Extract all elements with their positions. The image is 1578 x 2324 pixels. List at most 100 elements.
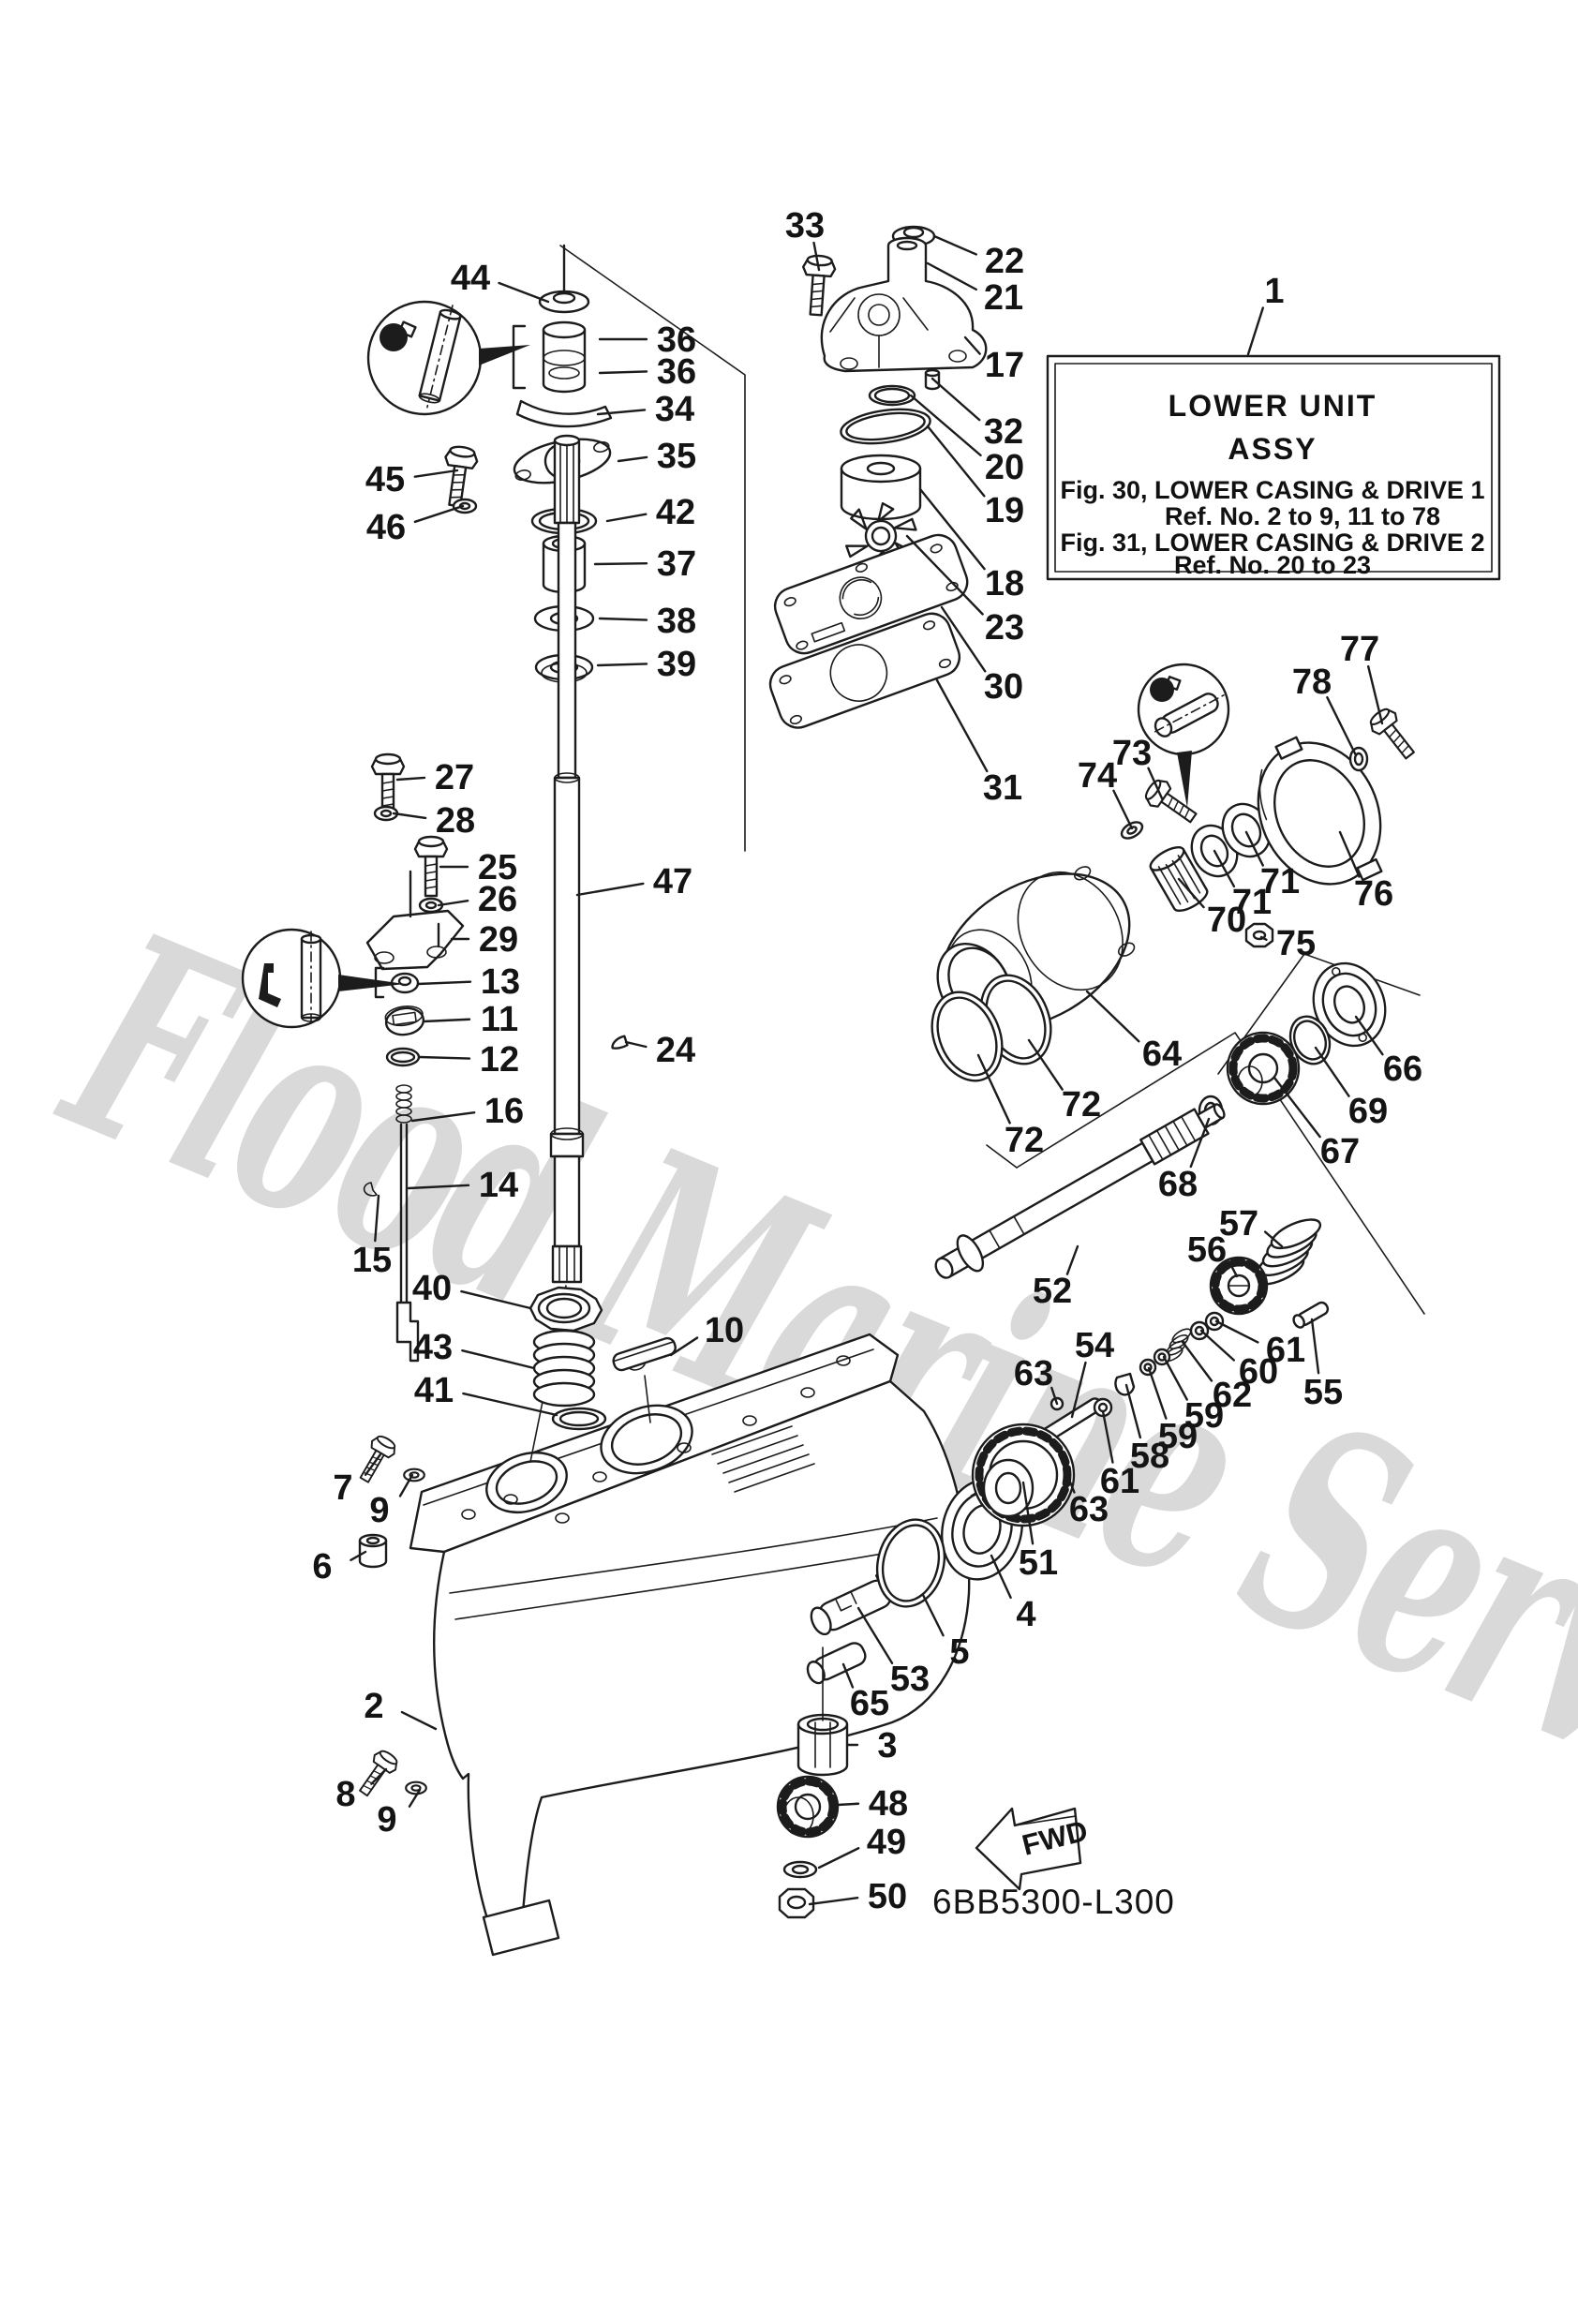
info-box-fig30: Fig. 30, LOWER CASING & DRIVE 1 [1060,476,1484,504]
pump-plate [773,533,969,655]
clutch-spring [1253,1218,1322,1286]
part-callout-22: 22 [985,242,1024,281]
part-callout-9: 9 [377,1800,396,1840]
pinion-spool-group [438,244,613,683]
part-callout-17: 17 [985,346,1024,385]
shift-cam-group [776,1568,896,1919]
part-callout-28: 28 [436,801,475,841]
callout-leader-59 [1162,1355,1188,1401]
assembly-info-box: LOWER UNIT ASSY Fig. 30, LOWER CASING & … [1046,354,1501,581]
part-callout-13: 13 [481,962,520,1002]
callout-leader-61 [1101,1409,1114,1464]
part-callout-49: 49 [867,1823,906,1862]
fwd-arrow: FWD [975,1807,1091,1891]
callout-leader-39 [596,663,648,667]
part-callout-41: 41 [414,1371,454,1410]
callout-leader-17 [963,335,981,355]
part-callout-31: 31 [983,768,1022,808]
info-box-ref31: Ref. No. 20 to 23 [1174,551,1371,579]
part-callout-16: 16 [484,1092,524,1131]
part-callout-23: 23 [985,608,1024,648]
part-callout-71: 71 [1260,862,1300,901]
callout-leader-34 [596,409,647,416]
callout-leader-32 [930,377,981,422]
callout-leader-54 [1070,1361,1087,1419]
drive-shaft [549,434,629,1284]
callout-leader-30 [940,605,987,673]
callout-leader-26 [437,900,469,907]
shaft-spring [532,1329,596,1408]
callout-leader-63 [1059,1456,1076,1494]
part-callout-77: 77 [1340,630,1379,669]
part-callout-53: 53 [890,1660,930,1699]
part-callout-6: 6 [312,1547,332,1587]
reverse-gear [971,1423,1076,1527]
callout-leader-45 [413,469,459,478]
callout-leader-43 [461,1348,536,1370]
callout-leader-73 [1147,767,1164,800]
part-callout-72: 72 [1005,1121,1044,1160]
part-callout-40: 40 [412,1269,452,1308]
part-callout-55: 55 [1303,1373,1343,1412]
callout-leader-40 [460,1289,532,1310]
forward-gear [1226,1031,1301,1106]
part-callout-38: 38 [657,602,696,641]
callout-leader-41 [462,1392,558,1417]
part-callout-57: 57 [1219,1204,1258,1244]
part-callout-19: 19 [985,491,1024,530]
part-callout-76: 76 [1354,874,1393,914]
callout-leader-21 [926,261,977,291]
callout-leader-1 [1246,306,1265,356]
callout-leader-24 [624,1040,648,1049]
callout-leader-37 [593,562,648,566]
callout-leader-77 [1366,664,1384,725]
part-callout-42: 42 [656,493,695,532]
water-pump-group [768,225,988,729]
clutch-dog [1209,1256,1269,1316]
callout-leader-22 [932,234,977,256]
callout-leader-70 [1177,877,1205,909]
part-callout-11: 11 [481,1000,518,1039]
clip-detail-circle-c [1137,663,1230,808]
part-callout-7: 7 [333,1468,352,1508]
callout-leader-59 [1147,1366,1168,1420]
callout-leader-9 [408,1788,422,1808]
part-callout-74: 74 [1078,756,1117,796]
callout-leader-9 [398,1473,414,1497]
part-callout-48: 48 [869,1784,908,1824]
part-callout-3: 3 [877,1726,897,1765]
part-callout-20: 20 [985,448,1024,487]
callout-leader-19 [926,425,986,498]
part-callout-63: 63 [1014,1354,1053,1393]
callout-leader-72 [1027,1038,1064,1091]
part-callout-15: 15 [352,1241,392,1280]
callout-leader-23 [905,534,984,616]
part-callout-58: 58 [1130,1437,1169,1476]
callout-leader-10 [669,1336,699,1357]
part-callout-24: 24 [656,1031,695,1070]
part-callout-32: 32 [984,412,1023,452]
callout-leader-57 [1263,1230,1284,1248]
part-callout-47: 47 [653,862,692,901]
callout-leader-4 [990,1554,1012,1600]
callout-leader-35 [617,455,648,463]
part-callout-4: 4 [1016,1595,1035,1634]
part-callout-18: 18 [985,564,1024,603]
part-callout-63: 63 [1069,1490,1109,1529]
part-callout-71: 71 [1232,883,1272,922]
driveshaft-nut-group [528,1286,677,1431]
part-callout-26: 26 [478,880,517,919]
part-callout-9: 9 [369,1491,389,1530]
part-callout-27: 27 [435,758,474,797]
callout-leader-47 [575,882,645,897]
clip-detail-circle-b [241,928,405,1029]
part-callout-51: 51 [1019,1543,1058,1583]
callout-leader-58 [1124,1383,1142,1439]
part-callout-35: 35 [657,437,696,476]
callout-leader-75 [1259,935,1268,941]
bearing-carrier-group [930,703,1422,1126]
group-boundary-lines [559,245,1425,1315]
info-box-subtitle: ASSY [1228,432,1317,466]
callout-leader-78 [1326,695,1358,757]
